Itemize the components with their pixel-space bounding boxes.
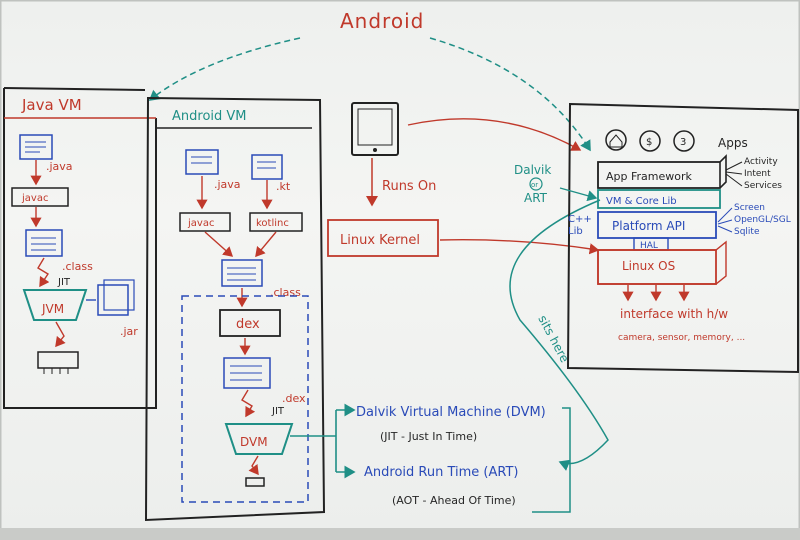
vm-core-box — [597, 189, 721, 209]
java-vm-javac-label: javac — [21, 193, 48, 204]
framework-item-services: Services — [744, 181, 782, 191]
hal-label: HAL — [640, 241, 658, 251]
java-vm-class-label: .class — [62, 260, 93, 273]
cpu-chip-icon — [37, 351, 79, 369]
framework-item-intent: Intent — [744, 169, 771, 179]
home-app-icon — [605, 129, 627, 151]
android-vm-dex-box: dex — [236, 317, 260, 332]
linux-kernel-box — [327, 219, 439, 257]
java-file-icon — [19, 134, 53, 160]
art-label: ART — [524, 191, 548, 205]
runtimes-section: Dalvik Virtual Machine (DVM) (JIT - Just… — [290, 403, 571, 513]
hw-items-label: camera, sensor, memory, ... — [618, 333, 745, 343]
dex-box — [219, 309, 281, 337]
dvm-note: (JIT - Just In Time) — [380, 430, 477, 443]
linux-os-box — [597, 249, 717, 285]
android-vm-dex-label: .dex — [282, 392, 306, 405]
framework-item-activity: Activity — [744, 157, 778, 167]
dex-region — [181, 295, 309, 503]
marker-tray — [0, 528, 800, 540]
cpp-lib-label-2: Lib — [568, 226, 583, 237]
android-vm-dvm-label: DVM — [240, 435, 268, 449]
android-vm-panel: Android VM .java .kt javac kotlinc .clas… — [144, 96, 326, 522]
api-item-screen: Screen — [734, 203, 765, 213]
android-vm-jit-label: JIT — [271, 406, 285, 417]
api-item-opengl: OpenGL/SGL — [734, 215, 791, 225]
jvm-shape — [22, 289, 88, 321]
sits-here-label: sits here — [535, 313, 571, 365]
linux-kernel-label: Linux Kernel — [340, 233, 420, 248]
or-symbol-circle — [529, 177, 543, 191]
tablet-icon — [351, 102, 399, 156]
java-vm-jvm-label: JVM — [41, 302, 64, 316]
dvm-name: Dalvik Virtual Machine (DVM) — [356, 405, 546, 420]
svg-text:3: 3 — [680, 137, 686, 148]
class-file-icon — [25, 229, 63, 257]
platform-api-label: Platform API — [612, 219, 685, 233]
or-symbol: or — [531, 181, 538, 189]
jar-file-icon — [97, 284, 129, 316]
kotlin-file-icon — [251, 154, 283, 180]
app-framework-box — [597, 161, 721, 189]
svg-text:$: $ — [646, 137, 652, 148]
javac-box — [11, 187, 69, 207]
dvm-shape — [224, 423, 294, 455]
android-vm-class-label: .class — [270, 286, 301, 299]
android-javac-box — [179, 212, 231, 232]
java-vm-jar-label: .jar — [120, 325, 138, 338]
android-vm-javac-label: javac — [187, 218, 214, 229]
dalvik-label: Dalvik — [514, 163, 551, 177]
java-vm-java-label: .java — [46, 160, 73, 173]
android-vm-heading: Android VM — [172, 109, 247, 124]
kotlinc-box — [249, 212, 303, 232]
vm-core-label: VM & Core Lib — [606, 196, 677, 207]
linux-os-label: Linux OS — [622, 259, 675, 273]
art-note: (AOT - Ahead Of Time) — [392, 494, 516, 507]
android-java-file-icon — [185, 149, 219, 175]
java-vm-heading: Java VM — [21, 96, 82, 114]
cpp-lib-label-1: C++ — [568, 214, 592, 225]
android-class-file-icon — [221, 259, 263, 287]
api-item-sqlite: Sqlite — [734, 227, 760, 237]
dex-file-icon — [223, 357, 271, 389]
apps-label: Apps — [718, 136, 748, 150]
money-app-icon — [639, 130, 661, 152]
java-vm-panel: Java VM .java javac .class JIT JVM .jar — [3, 87, 157, 409]
android-chip-icon — [245, 477, 265, 487]
android-vm-kt-label: .kt — [276, 180, 291, 193]
android-vm-java-label: .java — [214, 178, 241, 191]
interface-label: interface with h/w — [620, 307, 728, 321]
diagram-title: Android — [340, 9, 424, 33]
art-name: Android Run Time (ART) — [364, 465, 518, 480]
runs-on-label: Runs On — [382, 179, 436, 194]
android-vm-kotlinc-label: kotlinc — [256, 218, 289, 229]
java-vm-jit-label: JIT — [57, 277, 71, 288]
third-app-icon — [673, 130, 695, 152]
app-framework-label: App Framework — [606, 170, 693, 183]
android-stack-panel: $ 3 Apps App Framework Activity Intent S… — [514, 102, 799, 374]
